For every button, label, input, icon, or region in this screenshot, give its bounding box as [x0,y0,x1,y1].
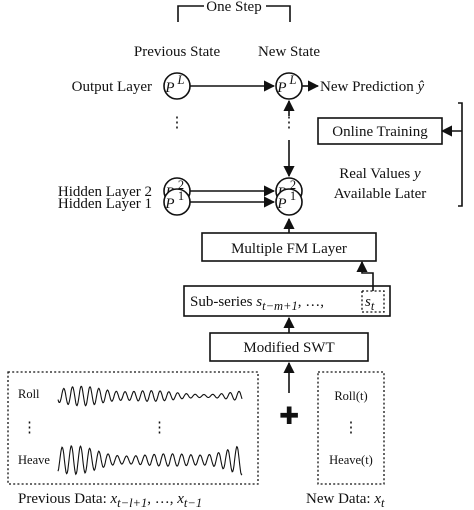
sub-series-box [183,285,391,317]
hidden-layer-2-label: Hidden Layer 2 [58,184,152,200]
real-values-label: Real Values y [339,166,421,182]
latest-sub-series-label: st [365,294,375,313]
heave-label: Heave [18,453,50,467]
modified-swt-box [209,332,369,362]
available-later-label: Available Later [334,186,427,202]
online-training-label: Online Training [332,124,428,140]
modified-swt-label: Modified SWT [243,340,334,356]
node-base: P [276,196,286,212]
panel-left-ellipsis: ⋮ [22,420,37,436]
new-panel-ellipsis: ⋮ [344,420,359,436]
new-node-p1 [275,188,303,216]
new-data-caption: New Data: xt [306,491,385,510]
node-base: P [164,196,174,212]
node-sup: L [177,73,185,87]
roll-t-label: Roll(t) [334,389,367,403]
roll-waveform [57,385,243,407]
output-layer-label: Output Layer [72,79,152,95]
node-sup: 1 [178,189,184,203]
node-sup: 2 [290,178,296,192]
heave-t-label: Heave(t) [329,453,373,467]
online-training-box [317,117,443,145]
node-sup: 1 [290,189,296,203]
new-node-pl: P L [275,72,303,100]
multiple-fm-layer-box [201,232,377,262]
previous-data-panel [7,371,259,485]
plus-icon: ✚ [279,402,299,430]
training-bracket [458,102,463,207]
sub-series-label: Sub-series st−m+1, …, [190,294,324,313]
latest-to-fm-arrow [356,260,374,291]
one-step-label: One Step [206,0,261,15]
new-ellipsis: ⋮ [282,115,297,131]
node-base: P [276,80,286,96]
heave-waveform [57,444,243,476]
previous-state-heading: Previous State [134,44,221,60]
new-state-heading: New State [258,44,320,60]
previous-ellipsis: ⋮ [170,115,185,131]
hidden-layer-1-label: Hidden Layer 1 [58,196,152,212]
node-sup: L [289,73,297,87]
new-data-panel [317,371,385,485]
node-sup: 2 [178,178,184,192]
previous-data-caption: Previous Data: xt−l+1, …, xt−1 [18,491,202,510]
multiple-fm-layer-label: Multiple FM Layer [231,241,347,257]
node-base: P [164,80,174,96]
one-step-bracket: One Step [177,0,291,22]
roll-label: Roll [18,387,40,401]
previous-node-pl: P L [163,72,191,100]
panel-mid-ellipsis: ⋮ [152,420,167,436]
new-prediction-label: New Prediction ŷ [320,79,424,95]
